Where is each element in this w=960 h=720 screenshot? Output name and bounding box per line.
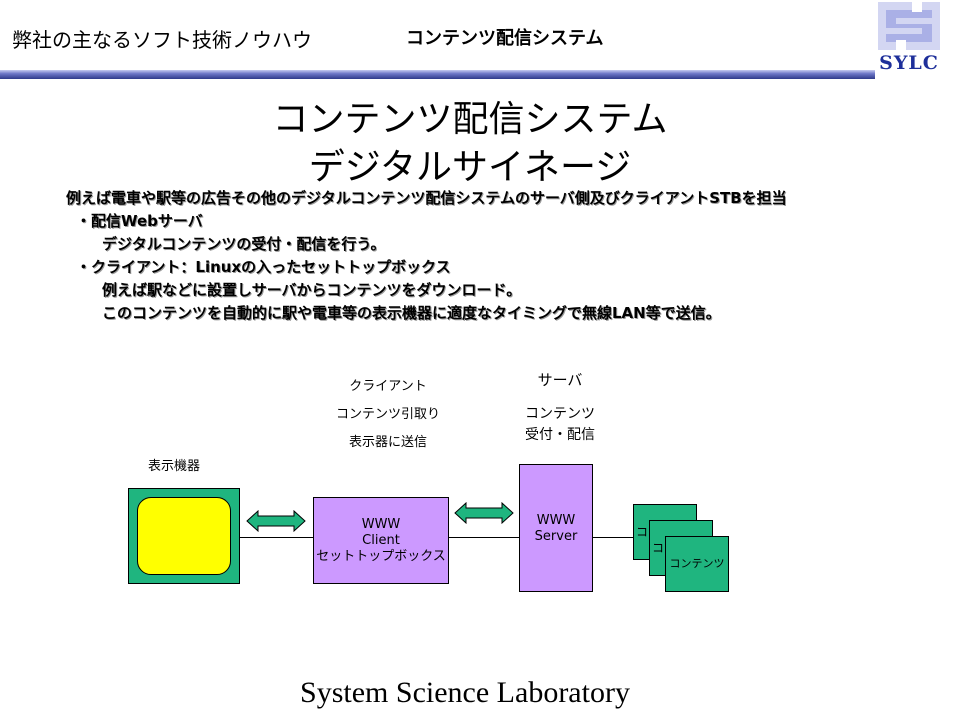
- description-line: デジタルコンテンツの受付・配信を行う。: [102, 235, 386, 253]
- client-box-line: Client: [362, 532, 400, 548]
- server-caption-line: コンテンツ: [525, 406, 595, 422]
- server-box-line: Server: [534, 529, 578, 544]
- www-server-box: WWW Server: [519, 464, 593, 592]
- main-subtitle: デジタルサイネージ: [308, 147, 632, 188]
- company-tagline: 弊社の主なるソフト技術ノウハウ: [12, 28, 312, 52]
- main-title: コンテンツ配信システム: [272, 99, 668, 140]
- connector-line: [448, 537, 520, 538]
- double-arrow-icon: [246, 510, 306, 532]
- sylc-logo-icon: [878, 2, 940, 50]
- connector-line: [592, 537, 634, 538]
- www-client-box: WWW Client セットトップボックス: [313, 497, 449, 584]
- server-caption-line: サーバ: [537, 371, 583, 389]
- display-device: [128, 488, 240, 584]
- client-caption-line: クライアント: [349, 379, 427, 394]
- description-line: 例えば駅などに設置しサーバからコンテンツをダウンロード。: [102, 281, 522, 299]
- display-screen: [137, 497, 231, 575]
- connector-line: [240, 537, 314, 538]
- client-box-line: セットトップボックス: [316, 548, 446, 564]
- logo-text: SYLC: [879, 52, 939, 74]
- description-line: このコンテンツを自動的に駅や電車等の表示機器に適度なタイミングで無線LAN等で送…: [102, 304, 721, 322]
- double-arrow-icon: [454, 502, 514, 524]
- content-card-label: コ: [636, 525, 649, 539]
- server-box-line: WWW: [536, 513, 576, 528]
- display-device-label: 表示機器: [148, 459, 201, 474]
- content-card-label: コンテンツ: [669, 557, 725, 570]
- header-divider: [0, 70, 875, 79]
- description-line: 例えば電車や駅等の広告その他のデジタルコンテンツ配信システムのサーバ側及びクライ…: [66, 189, 787, 207]
- client-box-line: WWW: [361, 516, 401, 532]
- content-card: コンテンツ: [665, 536, 729, 592]
- server-caption-line: 受付・配信: [525, 427, 595, 443]
- description-line: ・クライアント：Linuxの入ったセットトップボックス: [76, 258, 451, 276]
- client-caption-line: コンテンツ引取り: [335, 407, 440, 422]
- client-caption-line: 表示器に送信: [348, 435, 427, 450]
- description-line: ・配信Webサーバ: [76, 212, 203, 230]
- content-card-label: コ: [652, 541, 665, 555]
- header-title: コンテンツ配信システム: [406, 28, 604, 49]
- footer-lab-name: System Science Laboratory: [300, 676, 630, 709]
